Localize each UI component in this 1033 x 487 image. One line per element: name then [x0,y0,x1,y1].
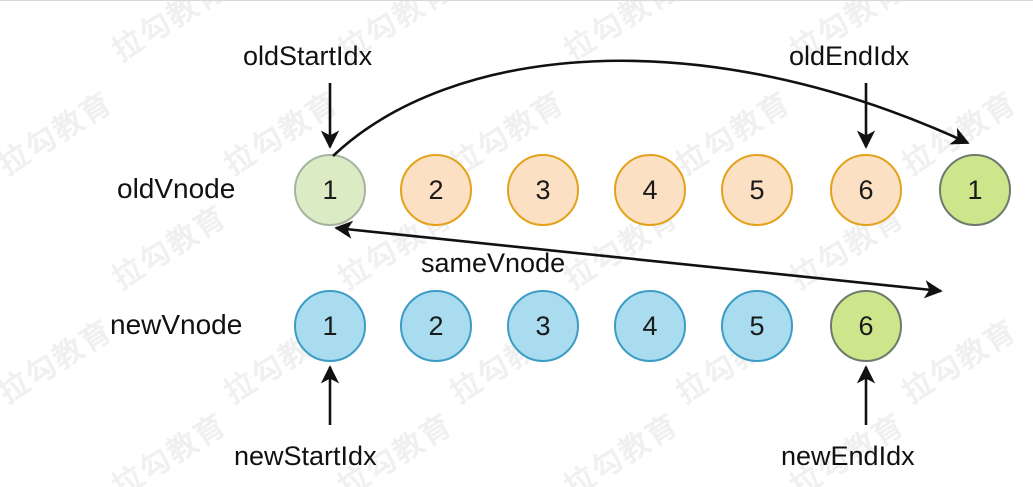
new-node-0[interactable]: 1 [294,290,366,362]
node-value: 4 [642,310,658,341]
watermark-text: 拉勾教育 [106,199,234,297]
old-start-to-old-end-curve-arrow [332,59,970,157]
old-node-3[interactable]: 4 [614,154,686,226]
row-label-new-vnode: newVnode [110,309,243,340]
label-new-start-idx: newStartIdx [234,441,377,471]
old-node-5[interactable]: 6 [830,154,902,226]
watermark-text: 拉勾教育 [0,313,120,411]
old-node-4[interactable]: 5 [721,154,793,226]
node-value: 6 [858,310,874,341]
label-new-end-idx: newEndIdx [781,441,915,471]
node-value: 3 [535,310,551,341]
new-node-2[interactable]: 3 [507,290,579,362]
node-value: 3 [535,174,551,205]
node-value: 1 [322,174,338,205]
new-node-5[interactable]: 6 [830,290,902,362]
old-node-0[interactable]: 1 [294,154,366,226]
watermark-text: 拉勾教育 [558,0,686,69]
new-node-4[interactable]: 5 [721,290,793,362]
old-node-6[interactable]: 1 [939,154,1011,226]
label-same-vnode: sameVnode [421,248,566,278]
watermark-text: 拉勾教育 [896,313,1024,411]
node-value: 5 [749,174,765,205]
row-label-old-vnode: oldVnode [117,173,236,204]
node-value: 1 [967,174,983,205]
new-node-3[interactable]: 4 [614,290,686,362]
watermark-text: 拉勾教育 [106,407,234,487]
watermark-text: 拉勾教育 [558,407,686,487]
node-value: 2 [428,174,444,205]
node-value: 5 [749,310,765,341]
new-node-1[interactable]: 2 [400,290,472,362]
label-old-start-idx: oldStartIdx [243,41,373,71]
watermark-text: 拉勾教育 [0,85,120,183]
old-node-2[interactable]: 3 [507,154,579,226]
label-old-end-idx: oldEndIdx [789,41,910,71]
node-value: 1 [322,310,338,341]
node-value: 4 [642,174,658,205]
node-value: 2 [428,310,444,341]
old-node-1[interactable]: 2 [400,154,472,226]
node-value: 6 [858,174,874,205]
watermark-text: 拉勾教育 [106,0,234,69]
